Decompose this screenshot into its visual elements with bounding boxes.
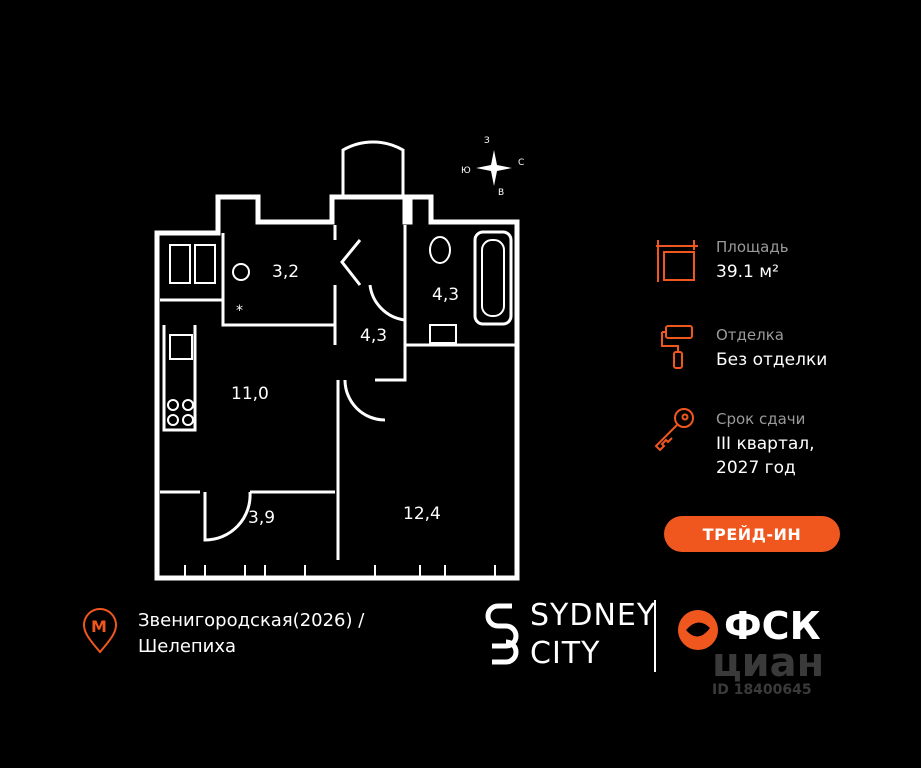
door-bedroom (343, 379, 386, 422)
finish-value: Без отделки (716, 350, 828, 370)
area-icon (656, 240, 698, 282)
vent-asterisk: * (236, 303, 243, 319)
wall-storage (221, 233, 337, 345)
sydney-city-line2: CITY (530, 636, 601, 671)
compass-east: С (518, 158, 525, 168)
sink (429, 324, 457, 344)
stove-burner (182, 399, 194, 411)
wall-hall-right (375, 225, 407, 382)
area-value: 39.1 м² (716, 262, 779, 282)
appliance (169, 244, 191, 284)
room-area-bedroom: 12,4 (403, 504, 441, 524)
finish-label: Отделка (716, 326, 784, 344)
room-area-bathroom: 4,3 (432, 285, 460, 305)
cian-watermark: циан (712, 640, 825, 686)
brand-divider (654, 600, 656, 672)
fsk-text: ФСК (724, 604, 821, 648)
svg-text:М: М (91, 617, 107, 636)
compass-west: Ю (461, 166, 471, 176)
cian-id-watermark: ID 18400645 (712, 682, 812, 698)
paint-roller-icon (661, 325, 693, 369)
room-area-storage: 3,2 (272, 262, 300, 282)
stove-burner (167, 414, 179, 426)
kitchen-sink (169, 334, 193, 360)
room-area-kitchen: 11,0 (231, 384, 269, 404)
toilet (429, 236, 451, 264)
metro-icon: М (82, 608, 118, 654)
door-balcony (203, 491, 252, 542)
deadline-value-line1: III квартал, (716, 434, 815, 454)
fsk-logo-icon (678, 610, 718, 650)
outer-wall (154, 194, 520, 581)
deadline-label: Срок сдачи (716, 410, 806, 428)
entry-door (341, 140, 405, 197)
compass-south: В (498, 188, 505, 198)
sydney-city-line1: SYDNEY (530, 598, 657, 633)
bathtub-inner (481, 239, 505, 317)
deadline-value-line2: 2027 год (716, 458, 796, 478)
appliance (194, 244, 216, 284)
compass-north: З (484, 136, 490, 146)
metro-station-line1: Звенигородская(2026) / (138, 610, 365, 631)
door-storage (340, 239, 362, 286)
room-area-hall: 4,3 (360, 326, 388, 346)
stove-burner (182, 414, 194, 426)
area-label: Площадь (716, 238, 789, 256)
metro-station-line2: Шелепиха (138, 636, 237, 657)
door-bath (368, 284, 406, 322)
kitchen-ws (162, 325, 197, 432)
sydney-city-logo-icon (485, 603, 519, 665)
room-area-balcony: 3,9 (248, 508, 276, 528)
trade-in-button[interactable]: ТРЕЙД-ИН (664, 516, 840, 552)
bathtub (473, 230, 513, 326)
stove-burner (167, 399, 179, 411)
compass-icon (476, 150, 512, 186)
boiler (232, 263, 250, 281)
window (184, 565, 496, 578)
key-icon (654, 408, 694, 452)
